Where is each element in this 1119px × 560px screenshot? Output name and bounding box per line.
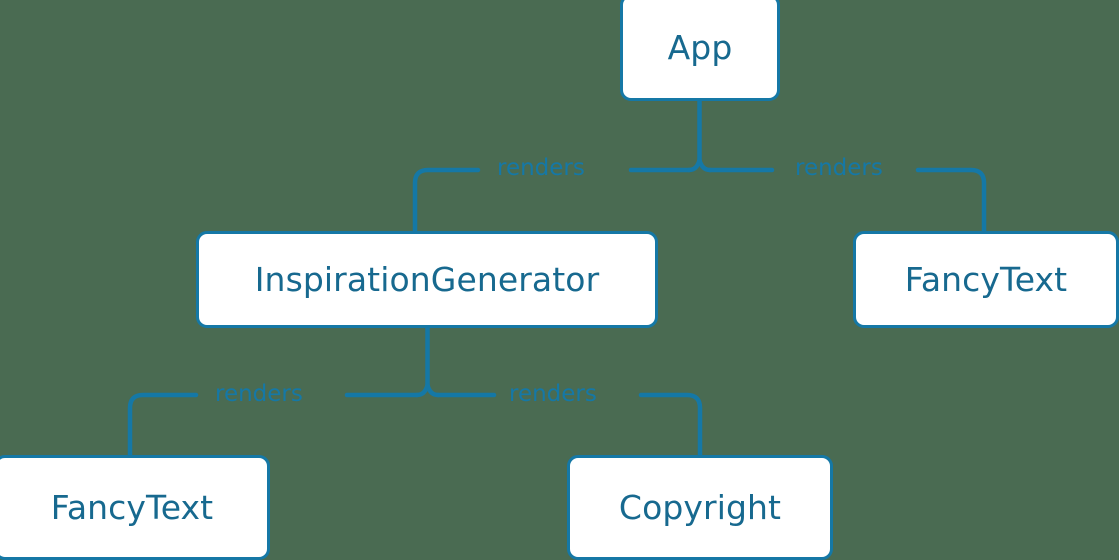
edge-inspiration-junction	[414, 382, 441, 398]
node-fancytext-bottom-label: FancyText	[50, 488, 214, 527]
node-inspiration-generator-label: InspirationGenerator	[254, 260, 600, 299]
node-fancytext-bottom[interactable]: FancyText	[0, 455, 270, 560]
edge-label-app-inspiration: renders	[497, 155, 585, 181]
node-app-label: App	[667, 28, 733, 67]
edge-inspiration-to-copyright-2	[638, 392, 703, 458]
edge-label-inspiration-copyright: renders	[509, 381, 597, 407]
edge-app-junction	[686, 157, 713, 173]
edge-label-app-fancytext-right: renders	[795, 155, 883, 181]
edge-inspiration-to-fancytext-2	[127, 392, 199, 458]
node-fancytext-right[interactable]: FancyText	[853, 231, 1119, 328]
node-fancytext-right-label: FancyText	[904, 260, 1068, 299]
edge-app-to-inspiration-2	[412, 167, 481, 234]
node-copyright[interactable]: Copyright	[567, 455, 833, 560]
node-app[interactable]: App	[620, 0, 780, 101]
node-copyright-label: Copyright	[618, 488, 782, 527]
edge-app-to-fancytext-2	[915, 167, 987, 234]
edge-label-inspiration-fancytext: renders	[215, 381, 303, 407]
node-inspiration-generator[interactable]: InspirationGenerator	[196, 231, 658, 328]
